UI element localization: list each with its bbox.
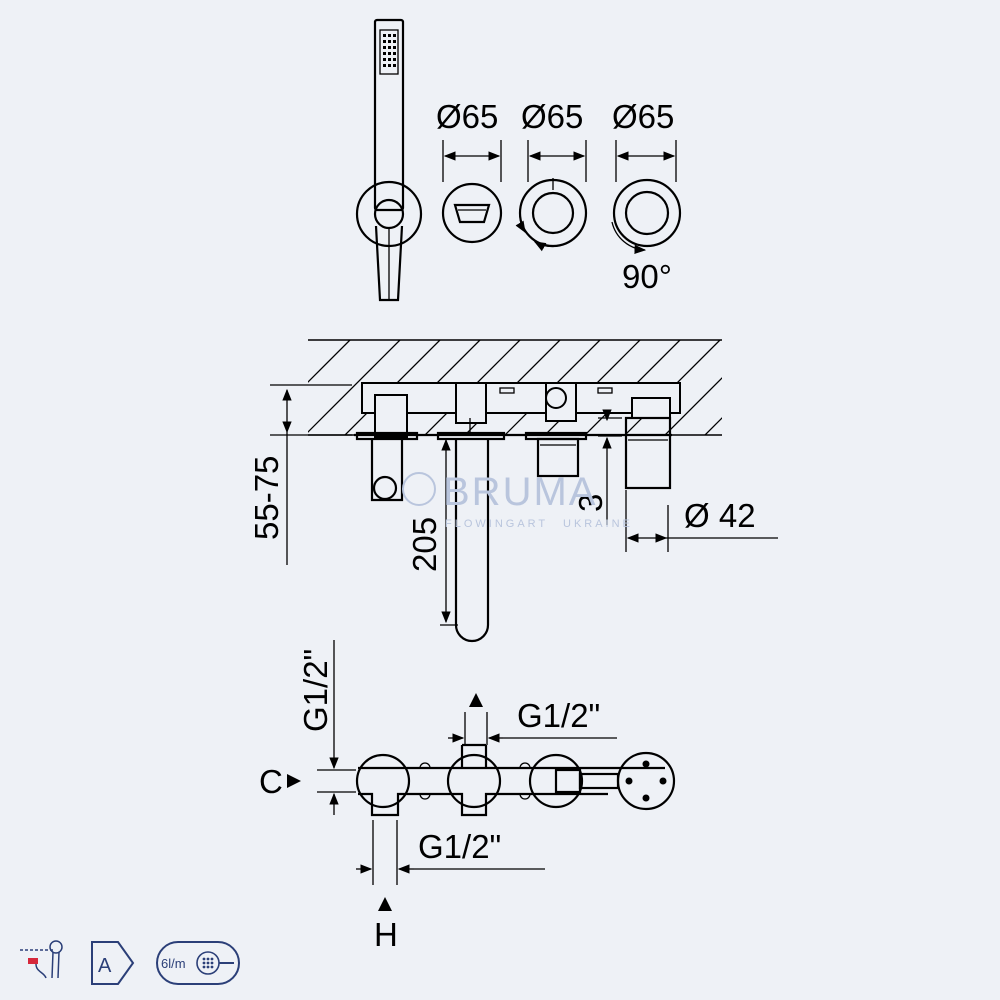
energy-class-label: A (98, 955, 112, 977)
spout-side (436, 418, 506, 643)
d65-b-label: Ø65 (521, 98, 583, 135)
thread-vertical-label: G1/2" (297, 649, 334, 732)
dimension-spout: 205 (406, 438, 458, 626)
watermark-tagline: FLOWINGART (445, 518, 548, 530)
d42-label: Ø 42 (684, 497, 756, 534)
dimension-thread-bottom: G1/2" H (356, 820, 545, 953)
mixer-side (524, 431, 588, 478)
watermark-brand: BRUMA (443, 470, 597, 514)
d65-a-label: Ø65 (436, 98, 498, 135)
rotation-label: 90° (622, 258, 672, 295)
valve-body-plan (355, 743, 676, 817)
dimension-thread-vertical: G1/2" C (259, 640, 356, 815)
mixer-handle (515, 178, 588, 252)
cold-arrow-icon (287, 774, 301, 788)
flow-rate-label: 6l/m (161, 956, 186, 971)
hot-arrow-icon (378, 897, 392, 911)
dimension-d65-a: Ø65 (436, 98, 502, 182)
diverter-handle: 90° (611, 178, 682, 295)
up-arrow-icon (469, 693, 483, 707)
spout-rosette (441, 182, 503, 244)
thread-top-label: G1/2" (517, 697, 600, 734)
hot-label: H (374, 916, 398, 953)
dimension-gap: 3 (572, 409, 622, 525)
dimension-depth: 55-75 (248, 384, 352, 565)
d65-c-label: Ø65 (612, 98, 674, 135)
diverter-side (624, 416, 672, 490)
hand-shower-icon (20, 940, 63, 979)
depth-range-label: 55-75 (248, 456, 285, 540)
hand-shower-holder-side (355, 431, 419, 502)
wall-section (308, 339, 722, 438)
watermark-region: UKRAINE (563, 518, 633, 530)
cold-label: C (259, 763, 283, 800)
energy-class-badge: A (91, 941, 135, 985)
hand-shower-front-view (355, 18, 423, 302)
dimension-d42: Ø 42 (625, 490, 778, 552)
gap-label: 3 (572, 494, 609, 512)
dimension-d65-c: Ø65 (612, 98, 677, 182)
dimension-thread-top: G1/2" (448, 693, 617, 745)
flow-rate-badge: 6l/m (156, 941, 240, 985)
spout-length-label: 205 (406, 517, 443, 572)
dimension-d65-b: Ø65 (521, 98, 587, 182)
thread-bottom-label: G1/2" (418, 828, 501, 865)
watermark: BRUMA FLOWINGART UKRAINE (402, 470, 633, 530)
